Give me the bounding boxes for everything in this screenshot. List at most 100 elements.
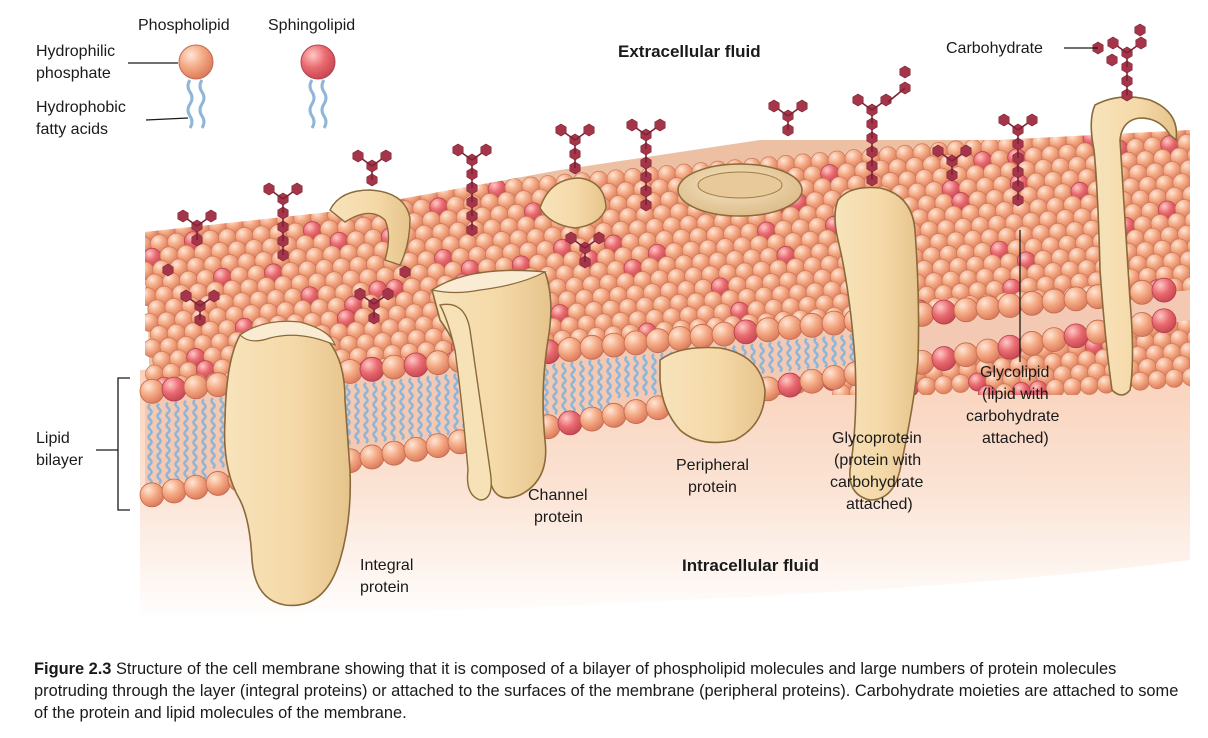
sugar-unit bbox=[380, 149, 392, 163]
fatty-acid-tail bbox=[633, 354, 639, 397]
sugar-unit bbox=[1107, 36, 1119, 50]
fatty-acid-tail bbox=[759, 342, 765, 375]
phospholipid-head bbox=[1189, 262, 1190, 282]
phospholipid-head bbox=[1041, 288, 1067, 314]
phospholipid-head bbox=[1019, 290, 1045, 316]
phospholipid-head bbox=[359, 356, 385, 382]
phospholipid-head bbox=[623, 330, 649, 356]
label-glycolipid-4: attached) bbox=[982, 430, 1049, 447]
phospholipid-head bbox=[381, 440, 407, 466]
phospholipid-head bbox=[161, 478, 187, 504]
fatty-acid-tail bbox=[813, 336, 819, 369]
phospholipid-head bbox=[403, 436, 429, 462]
label-integral-1: Integral bbox=[360, 557, 413, 574]
phospholipid-head bbox=[799, 312, 825, 338]
sphingolipid-icon bbox=[300, 44, 336, 129]
phospholipid-head bbox=[953, 342, 979, 368]
fatty-acid-tail bbox=[426, 375, 432, 438]
sugar-unit bbox=[1106, 53, 1118, 67]
phospholipid-head bbox=[425, 433, 451, 459]
fatty-acid-tail bbox=[174, 400, 180, 483]
label-lipid-bilayer-2: bilayer bbox=[36, 452, 84, 469]
phospholipid-head bbox=[953, 297, 979, 323]
phospholipid-head bbox=[934, 375, 953, 395]
sugar-unit bbox=[1134, 23, 1146, 37]
sugar-unit bbox=[768, 99, 780, 113]
phospholipid-head bbox=[1045, 379, 1065, 395]
fatty-acid-tail bbox=[354, 382, 360, 445]
cell-membrane-diagram: Phospholipid Sphingolipid Hydrophilic ph… bbox=[36, 17, 1208, 620]
phospholipid-head bbox=[975, 295, 1001, 321]
label-extracellular-fluid: Extracellular fluid bbox=[618, 42, 761, 61]
phospholipid-head bbox=[300, 195, 320, 215]
phospholipid-head bbox=[139, 378, 165, 404]
phospholipid-icon bbox=[178, 44, 214, 129]
phospholipid-head bbox=[425, 350, 451, 376]
fatty-acid-tail bbox=[372, 381, 378, 443]
sugar-unit bbox=[880, 93, 892, 107]
sugar-unit bbox=[1026, 113, 1038, 127]
fatty-acid-tail bbox=[561, 362, 567, 415]
phospholipid-head bbox=[777, 315, 803, 340]
fatty-acid-tail bbox=[435, 374, 441, 437]
sugar-unit bbox=[480, 143, 492, 157]
phospholipid-head bbox=[1204, 327, 1208, 345]
fatty-acid-tail bbox=[453, 372, 459, 435]
fatty-acid-tail bbox=[615, 356, 621, 399]
phospholipid-head bbox=[1202, 210, 1208, 228]
phospholipid-head bbox=[667, 326, 693, 351]
fatty-acid-tail bbox=[777, 340, 783, 373]
phospholipid-head bbox=[931, 346, 957, 371]
label-glycoprotein-4: attached) bbox=[846, 496, 913, 513]
phospholipid-head bbox=[1063, 323, 1089, 349]
sugar-unit bbox=[399, 265, 411, 279]
label-glycoprotein-2: (protein with bbox=[834, 452, 921, 469]
phospholipid-head bbox=[1195, 133, 1208, 151]
phospholipid-head bbox=[1192, 289, 1208, 307]
fatty-acid-tail bbox=[210, 397, 216, 470]
sugar-unit bbox=[796, 99, 808, 113]
label-hydrophobic-2: fatty acids bbox=[36, 121, 108, 138]
phospholipid-head bbox=[623, 399, 649, 424]
fatty-acid-tail bbox=[201, 398, 207, 481]
sugar-unit bbox=[263, 182, 275, 196]
fatty-acid-tail bbox=[570, 361, 576, 414]
fatty-acid-tail bbox=[408, 377, 414, 440]
fatty-acid-tail bbox=[804, 337, 810, 370]
phospholipid-head bbox=[1199, 275, 1208, 293]
phospholipid-head bbox=[1041, 327, 1067, 353]
fatty-acid-tail bbox=[552, 363, 558, 415]
figure-caption: Figure 2.3 Structure of the cell membran… bbox=[34, 658, 1194, 724]
sugar-unit bbox=[852, 93, 864, 107]
fatty-acid-tail bbox=[192, 399, 198, 481]
sugar-unit bbox=[1135, 36, 1147, 50]
fatty-acid-tail bbox=[363, 381, 369, 444]
phospholipid-head bbox=[997, 334, 1023, 360]
phospholipid-head bbox=[975, 338, 1001, 364]
fatty-acid-tail bbox=[786, 339, 792, 372]
hook-protein bbox=[329, 189, 411, 266]
phospholipid-head bbox=[917, 377, 936, 395]
phospholipid-head bbox=[359, 444, 385, 470]
bracket-lipid-bilayer bbox=[117, 377, 130, 511]
phospholipid-head bbox=[183, 374, 209, 400]
phospholipid-head bbox=[147, 208, 167, 228]
fatty-acid-tail bbox=[840, 334, 846, 367]
phospholipid-head bbox=[1197, 341, 1208, 359]
phospholipid-head bbox=[1199, 366, 1208, 384]
fatty-acid-tail bbox=[165, 401, 171, 484]
fatty-acid-tail bbox=[399, 378, 405, 441]
label-integral-2: protein bbox=[360, 579, 409, 596]
phospholipid-head bbox=[1182, 185, 1190, 205]
label-peripheral-2: protein bbox=[688, 479, 737, 496]
phospholipid-head bbox=[1129, 279, 1155, 305]
sugar-unit bbox=[354, 287, 366, 301]
sugar-unit bbox=[291, 182, 303, 196]
right-tall-protein bbox=[1090, 96, 1178, 396]
phospholipid-head bbox=[557, 337, 583, 362]
sugar-unit bbox=[593, 231, 605, 245]
fatty-acid-tail bbox=[579, 360, 585, 413]
fatty-acid-tail bbox=[543, 363, 549, 416]
fatty-acid-tail bbox=[147, 403, 153, 486]
fatty-acid-tail bbox=[588, 359, 594, 412]
